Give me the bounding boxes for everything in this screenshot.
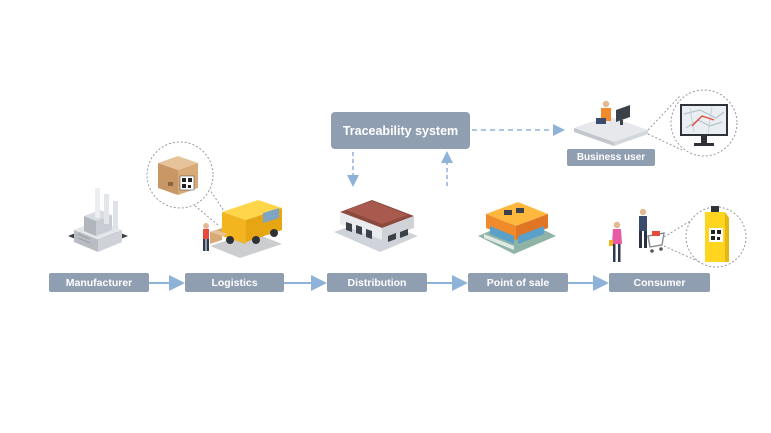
shop-icon [478,202,556,254]
stage-distribution-label: Distribution [347,276,407,289]
package-qr-callout [146,141,231,226]
warehouse-icon [334,200,418,252]
stage-logistics: Logistics [185,273,284,292]
business-user-desk-icon [574,100,648,146]
business-user-label: Business user [576,152,646,163]
shoppers-icon [609,208,665,262]
stage-manufacturer-label: Manufacturer [65,276,133,289]
traceability-system-label: Traceability system [342,123,459,138]
stage-point-of-sale: Point of sale [468,273,568,292]
map-monitor-callout [647,89,738,157]
factory-icon [68,188,128,252]
business-user-box: Business user [567,149,655,166]
stage-consumer: Consumer [609,273,710,292]
stage-logistics-label: Logistics [211,276,258,289]
stage-consumer-label: Consumer [633,276,686,289]
oil-bottle-qr-callout [663,206,747,268]
stage-point-of-sale-label: Point of sale [486,276,550,289]
delivery-van-icon [203,200,282,258]
stage-manufacturer: Manufacturer [49,273,149,292]
traceability-system-box: Traceability system [331,112,470,149]
stage-distribution: Distribution [327,273,427,292]
